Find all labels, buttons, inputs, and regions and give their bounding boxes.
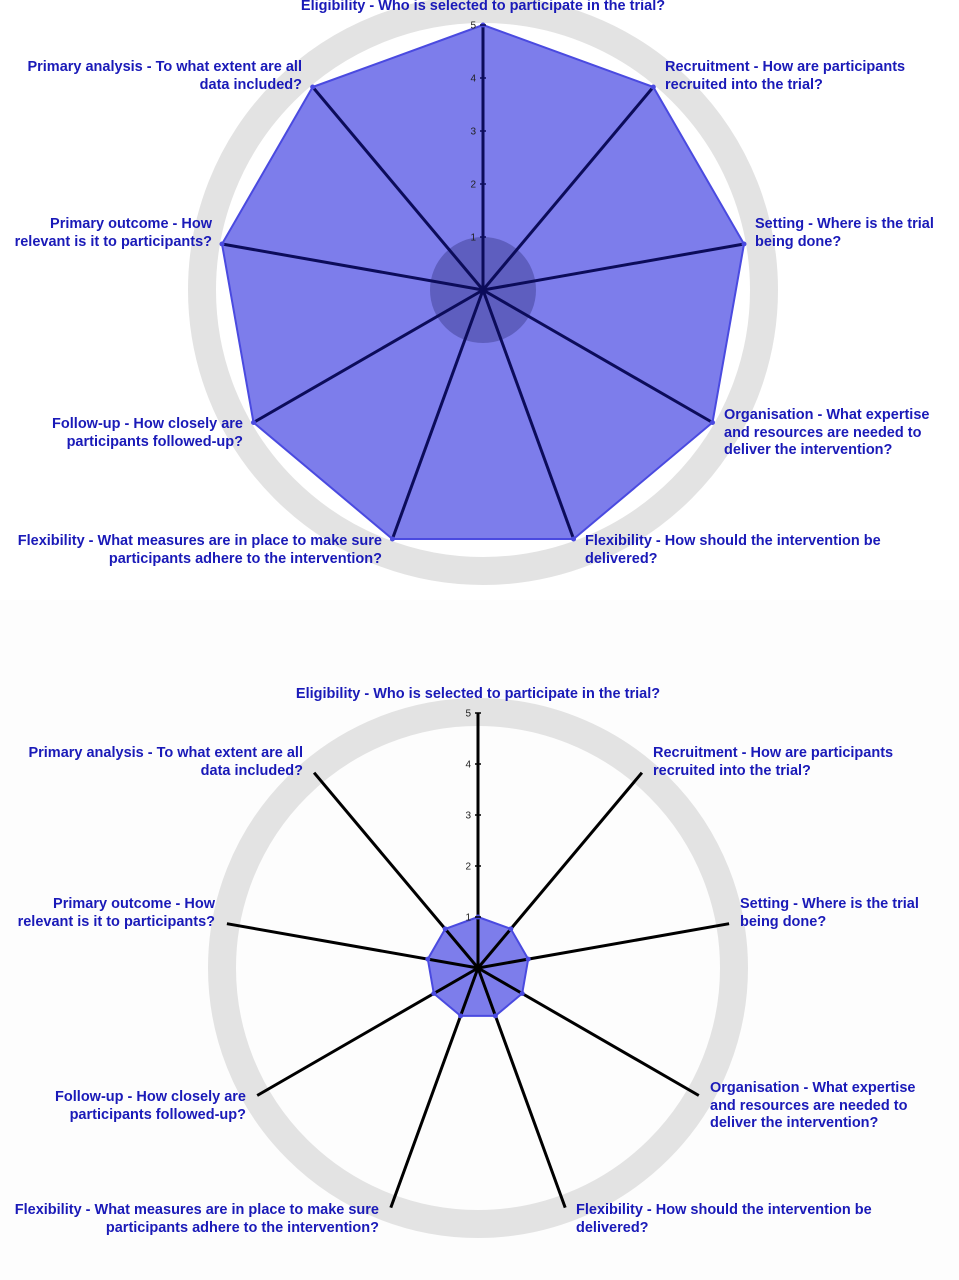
spoke-line — [476, 771, 644, 969]
spoke-line — [252, 288, 484, 424]
spoke-line — [311, 86, 485, 291]
radar-chart-panel-1: 1 2 3 4 5 Eligibility - Who is selected to p… — [0, 0, 959, 600]
axis-label-primary-analysis: Primary analysis - To what extent are al… — [27, 59, 302, 93]
data-point — [310, 84, 316, 90]
data-point — [251, 420, 256, 425]
scale-tick-label: 2 — [470, 180, 476, 191]
spoke-line — [312, 771, 480, 969]
spoke-line — [481, 86, 655, 291]
scale-tick-label: 1 — [470, 233, 476, 244]
radar-chart-panel-2: 1 2 3 4 5 Eligibility - Who is selected to p… — [0, 600, 959, 1280]
outer-ring — [188, 0, 778, 585]
spoke-line — [221, 242, 484, 292]
axis-label-eligibility: Eligibility - Who is selected to partici… — [295, 686, 661, 702]
spoke-line — [256, 966, 479, 1097]
data-point — [492, 1013, 498, 1019]
spoke-line — [226, 922, 479, 970]
data-point — [650, 84, 656, 90]
spoke-line — [482, 242, 745, 292]
spoke-line — [390, 289, 485, 540]
spoke-line — [477, 966, 700, 1097]
scale-tick-label: 4 — [470, 74, 476, 85]
scale-tick-label: 5 — [465, 709, 471, 720]
axis-label-eligibility: Eligibility - Who is selected to partici… — [300, 0, 666, 14]
spoke-line — [477, 922, 730, 970]
data-point — [571, 536, 577, 542]
data-point — [519, 991, 525, 996]
data-point — [389, 536, 395, 542]
outer-ring — [208, 698, 748, 1238]
spoke-line — [481, 289, 576, 540]
data-point — [525, 956, 531, 962]
data-point — [425, 956, 431, 962]
scale-tick-label: 4 — [465, 760, 471, 771]
axis-label-flexibility-delivery: Flexibility - How should the interventio… — [585, 533, 881, 567]
radar-chart-1: 1 2 3 4 5 — [188, 0, 778, 585]
spoke-line — [389, 967, 480, 1209]
axis-label-flexibility-adherence: Flexibility - What measures are in place… — [14, 1202, 379, 1236]
data-point — [442, 926, 448, 932]
scale-tick-label: 3 — [465, 811, 471, 822]
data-point — [219, 241, 225, 247]
radar-chart-2: 1 2 3 4 5 — [208, 698, 748, 1238]
axis-label-flexibility-adherence: Flexibility - What measures are in place… — [17, 533, 382, 567]
data-point — [431, 991, 437, 996]
scale-tick-label: 1 — [465, 913, 471, 924]
data-point — [710, 420, 715, 425]
data-point — [508, 926, 514, 932]
axis-label-primary-analysis: Primary analysis - To what extent are al… — [28, 745, 303, 779]
data-point — [741, 241, 747, 247]
scale-tick-label: 3 — [470, 127, 476, 138]
data-point — [458, 1013, 464, 1019]
spoke-line — [482, 288, 714, 424]
spoke-line — [476, 967, 567, 1209]
axis-label-flexibility-delivery: Flexibility - How should the interventio… — [576, 1202, 872, 1236]
scale-tick-label: 2 — [465, 862, 471, 873]
scale-tick-label: 5 — [470, 21, 476, 32]
